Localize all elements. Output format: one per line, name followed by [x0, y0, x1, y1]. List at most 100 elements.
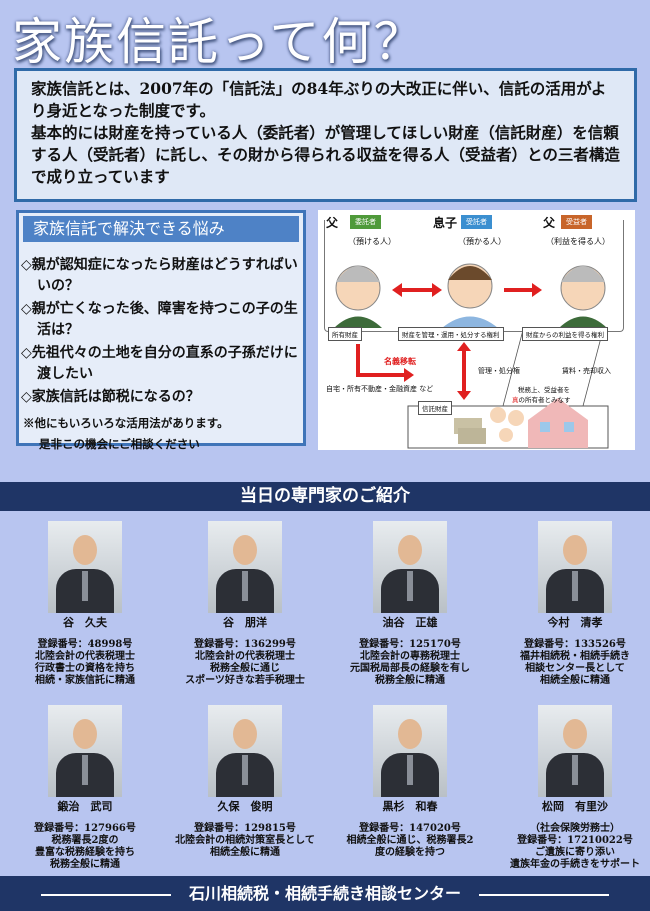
expert-detail: 相続・家族信託に精通 — [35, 675, 135, 686]
expert-detail: （社会保険労務士） — [530, 823, 620, 834]
expert-detail: ご遺族に寄り添い — [535, 847, 615, 858]
son-icon — [442, 263, 498, 328]
expert-name: 久保 俊明 — [217, 800, 273, 813]
expert-card: 谷 久夫登録番号：48998号北陸会計の代表税理士行政書士の資格を持ち相続・家族… — [5, 521, 165, 687]
father-icon — [334, 265, 382, 328]
expert-detail: 北陸会計の代表税理士 — [35, 651, 135, 662]
son-label: 息子 — [430, 214, 461, 231]
money-icon — [454, 418, 486, 444]
father-icon — [559, 265, 607, 328]
expert-detail: 元国税局部長の経験を有し — [350, 663, 470, 674]
settlor-sub: （預ける人） — [348, 237, 396, 246]
footer-banner: 石川相続税・相続手続き相談センター — [0, 876, 650, 911]
expert-detail: スポーツ好きな若手税理士 — [185, 675, 305, 686]
expert-photo — [208, 521, 282, 613]
worry-item: ◇先祖代々の土地を自分の直系の子孫だけに渡したい — [21, 345, 298, 382]
expert-photo — [538, 521, 612, 613]
trustee-tag: 受託者 — [461, 215, 492, 229]
expert-detail: 行政書士の資格を持ち — [35, 663, 135, 674]
expert-photo — [208, 705, 282, 797]
expert-name: 松岡 有里沙 — [542, 800, 608, 813]
family-icon — [490, 407, 524, 442]
trustee-sub: （預かる人） — [458, 237, 506, 246]
expert-detail: 税務全般に通じ — [210, 663, 280, 674]
expert-detail: 登録番号：129815号 — [194, 823, 296, 834]
expert-detail: 北陸会計の専務税理士 — [360, 651, 460, 662]
expert-card: 谷 朋洋登録番号：136299号北陸会計の代表税理士税務全般に通じスポーツ好きな… — [165, 521, 325, 687]
worry-item: ◇親が亡くなった後、障害を持つこの子の生活は？ — [21, 301, 298, 338]
expert-name: 油谷 正雄 — [382, 616, 438, 629]
expert-card: 久保 俊明登録番号：129815号北陸会計の相続対策室長として相続全般に精通 — [165, 705, 325, 859]
expert-photo — [538, 705, 612, 797]
expert-detail: 登録番号：127966号 — [34, 823, 136, 834]
expert-name: 谷 朋洋 — [223, 616, 267, 629]
expert-detail: 登録番号：125170号 — [359, 639, 461, 650]
transfer-arrow-icon — [356, 344, 406, 377]
expert-detail: 登録番号：133526号 — [524, 639, 626, 650]
expert-card: 油谷 正雄登録番号：125170号北陸会計の専務税理士元国税局部長の経験を有し税… — [330, 521, 490, 687]
intro-text: 基本的には財産を持っている人（委託者）が管理してほしい財産（信託財産）を信頼する… — [31, 123, 620, 186]
intro-text: 家族信託とは、2007年の「信託法」の84年ぶりの大改正に伴い、信託の活用がより… — [31, 79, 607, 120]
benefit-rights-box: 財産からの利益を得る権利 — [522, 327, 608, 341]
income-label: 賃料・売却収入 — [562, 367, 611, 375]
expert-detail: 登録番号：147020号 — [359, 823, 461, 834]
beneficiary-tag: 受益者 — [561, 215, 592, 229]
intro-box: 家族信託とは、2007年の「信託法」の84年ぶりの大改正に伴い、信託の活用がより… — [14, 68, 637, 202]
worries-heading: 家族信託で解決できる悩み — [23, 216, 299, 242]
worry-item: ◇親が認知症になったら財産はどうすればいいの？ — [21, 257, 298, 294]
management-rights-box: 財産を管理・運用・処分する権利 — [398, 327, 504, 341]
expert-card: 松岡 有里沙 （社会保険労務士）登録番号：17210022号ご遺族に寄り添い遺族年… — [495, 705, 650, 871]
expert-detail: 相続全般に精通 — [210, 847, 280, 858]
tax-note: の所有者とみなす — [518, 396, 571, 404]
expert-detail: 税務署長2度の — [51, 835, 119, 846]
expert-detail: 度の経験を持つ — [375, 847, 445, 858]
expert-photo — [373, 521, 447, 613]
expert-detail: 税務全般に精通 — [50, 859, 120, 870]
expert-detail: 北陸会計の代表税理士 — [195, 651, 295, 662]
expert-detail: 相続全般に通じ、税務署長2 — [346, 835, 474, 846]
experts-heading: 当日の専門家のご紹介 — [0, 482, 650, 511]
expert-detail: 税務全般に精通 — [375, 675, 445, 686]
beneficiary-sub: （利益を得る人） — [546, 237, 610, 246]
trust-property-box: 信託財産 — [418, 401, 452, 415]
expert-detail: 遺族年金の手続きをサポート — [510, 859, 640, 870]
expert-detail: 登録番号：17210022号 — [517, 835, 633, 846]
expert-name: 今村 清孝 — [547, 616, 603, 629]
tax-note-emph: 真 — [512, 396, 519, 404]
expert-name: 谷 久夫 — [63, 616, 107, 629]
mgmt-label: 管理・処分権 — [478, 367, 520, 375]
page-title: 家族信託って何？ — [12, 13, 426, 71]
expert-photo — [373, 705, 447, 797]
expert-name: 鍛治 武司 — [57, 800, 113, 813]
tax-note: 税務上、受益者を — [518, 386, 570, 394]
divider — [40, 893, 171, 896]
divider — [479, 893, 609, 896]
worry-item: ◇家族信託は節税になるの？ — [21, 389, 200, 405]
note: ※他にもいろいろな活用法があります。 — [23, 416, 229, 430]
expert-detail: 豊富な税務経験を持ち — [35, 847, 135, 858]
footer-title: 石川相続税・相続手続き相談センター — [188, 884, 461, 903]
expert-detail: 登録番号：136299号 — [194, 639, 296, 650]
expert-card: 鍛治 武司登録番号：127966号税務署長2度の豊富な税務経験を持ち税務全般に精… — [5, 705, 165, 871]
transfer-label: 名義移転 — [384, 357, 416, 366]
expert-photo — [48, 705, 122, 797]
expert-name: 黒杉 和春 — [382, 800, 438, 813]
expert-detail: 福井相続税・相続手続き — [520, 651, 630, 662]
house-icon — [528, 398, 588, 448]
father-label: 父 — [326, 214, 339, 231]
expert-detail: 北陸会計の相続対策室長として — [175, 835, 315, 846]
diagram-illustration — [334, 263, 609, 449]
expert-card: 今村 清孝登録番号：133526号福井相続税・相続手続き相談センター長として相続… — [495, 521, 650, 687]
expert-detail: 相続全般に精通 — [540, 675, 610, 686]
worries-panel: 家族信託で解決できる悩み ◇親が認知症になったら財産はどうすればいいの？ ◇親が… — [16, 210, 306, 451]
expert-detail: 相談センター長として — [525, 663, 625, 674]
expert-photo — [48, 521, 122, 613]
settlor-tag: 委託者 — [350, 215, 381, 229]
trust-diagram: 父 委託者 （預ける人） 息子 受託者 （預かる人） 父 受益者 （利益を得る人… — [318, 210, 635, 450]
father-label: 父 — [540, 214, 559, 231]
assets-label: 自宅・所有不動産・金融資産 など — [326, 385, 434, 393]
note: 是非この機会にご相談ください — [39, 437, 200, 451]
owned-assets-box: 所有財産 — [328, 327, 362, 341]
expert-detail: 登録番号：48998号 — [37, 639, 133, 650]
